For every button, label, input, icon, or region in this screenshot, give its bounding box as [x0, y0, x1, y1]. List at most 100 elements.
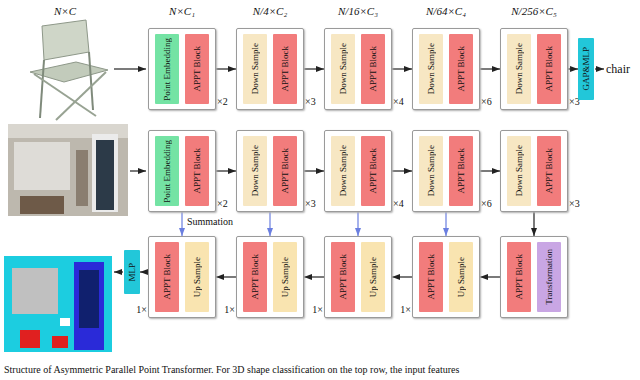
stage-group: Down SampleAPPT Block×3 [500, 28, 568, 110]
block-box: APPT Block [155, 242, 179, 312]
block-box: Point Embedding [155, 34, 179, 104]
segmentation-picture [4, 256, 112, 352]
block-box: Transformation [537, 242, 561, 312]
block-label: Transformation [545, 249, 554, 305]
block-label: APPT Block [545, 46, 554, 92]
block-box: APPT Block [243, 242, 267, 312]
stage-group: APPT BlockUp Sample1× [412, 236, 480, 318]
repeat-count: ×6 [481, 96, 492, 107]
repeat-count: ×2 [217, 198, 228, 209]
skip-note: Summation [187, 216, 233, 227]
skip-arrow [445, 212, 446, 236]
block-label: Up Sample [281, 257, 290, 297]
stage-group: Down SampleAPPT Block×6 [412, 28, 480, 110]
block-label: Point Embedding [163, 140, 172, 203]
head-box: GAP&MLP [578, 38, 594, 100]
block-label: APPT Block [457, 148, 466, 194]
block-label: Up Sample [369, 257, 378, 297]
repeat-count: ×2 [217, 96, 228, 107]
block-label: Down Sample [515, 43, 524, 94]
block-label: Down Sample [515, 145, 524, 196]
repeat-count: ×4 [393, 198, 404, 209]
repeat-count: 1× [312, 304, 323, 315]
block-box: Down Sample [419, 34, 443, 104]
block-label: APPT Block [193, 46, 202, 92]
block-label: Down Sample [427, 145, 436, 196]
repeat-count: ×3 [305, 96, 316, 107]
flow-arrow [304, 68, 324, 69]
block-label: Up Sample [457, 257, 466, 297]
stage-group: APPT Block Transformation [500, 236, 568, 318]
repeat-count: ×6 [481, 198, 492, 209]
stage-group: Down SampleAPPT Block×3 [500, 130, 568, 212]
stage-group: Point EmbeddingAPPT Block×2 [148, 130, 216, 212]
block-label: APPT Block [251, 254, 260, 300]
flow-arrow [392, 276, 412, 277]
block-box: Up Sample [185, 242, 209, 312]
block-box: APPT Block [273, 34, 297, 104]
stage-group: APPT BlockUp Sample1× [324, 236, 392, 318]
block-label: Down Sample [339, 43, 348, 94]
block-label: Down Sample [339, 145, 348, 196]
block-label: Down Sample [251, 145, 260, 196]
block-label: MLP [128, 263, 137, 282]
block-label: APPT Block [457, 46, 466, 92]
repeat-count: 1× [136, 304, 147, 315]
block-box: Up Sample [449, 242, 473, 312]
block-box: Down Sample [507, 136, 531, 206]
class-output: chair [606, 62, 630, 77]
skip-arrow [357, 212, 358, 236]
dimension-label: N/64×C₄ [426, 5, 466, 17]
dimension-label: N/16×C₃ [338, 5, 378, 17]
block-box: APPT Block [449, 34, 473, 104]
block-box: Down Sample [419, 136, 443, 206]
dimension-label: N/256×C₅ [511, 5, 556, 17]
block-box: APPT Block [507, 242, 531, 312]
chair-picture [30, 20, 108, 120]
block-box: APPT Block [185, 34, 209, 104]
block-box: Down Sample [331, 34, 355, 104]
flow-arrow [304, 170, 324, 171]
head-box: MLP [124, 250, 140, 294]
skip-arrow [269, 212, 270, 236]
block-box: APPT Block [273, 136, 297, 206]
block-label: APPT Block [193, 148, 202, 194]
repeat-count: 1× [224, 304, 235, 315]
stage-group: Point EmbeddingAPPT Block×2 [148, 28, 216, 110]
repeat-count: ×3 [305, 198, 316, 209]
stage-group: Down SampleAPPT Block×3 [236, 28, 304, 110]
flow-arrow [216, 68, 236, 69]
block-label: Down Sample [427, 43, 436, 94]
block-box: APPT Block [185, 136, 209, 206]
block-label: APPT Block [369, 148, 378, 194]
flow-arrow [480, 276, 500, 277]
stage-group: APPT BlockUp Sample1× [236, 236, 304, 318]
block-box: Point Embedding [155, 136, 179, 206]
block-box: Up Sample [361, 242, 385, 312]
block-label: APPT Block [281, 46, 290, 92]
flow-arrow [480, 68, 500, 69]
block-box: APPT Block [361, 136, 385, 206]
flow-arrow [216, 170, 236, 171]
block-box: Down Sample [507, 34, 531, 104]
block-label: APPT Block [339, 254, 348, 300]
block-box: APPT Block [537, 136, 561, 206]
block-label: Point Embedding [163, 38, 172, 101]
flow-arrow [392, 170, 412, 171]
stage-group: APPT BlockUp Sample1× [148, 236, 216, 318]
stage-group: Down SampleAPPT Block×4 [324, 130, 392, 212]
dimension-label: N/4×C₂ [253, 5, 287, 17]
flow-arrow [568, 68, 578, 69]
block-label: GAP&MLP [582, 47, 591, 91]
block-label: APPT Block [427, 254, 436, 300]
flow-arrow [533, 212, 534, 236]
block-label: Down Sample [251, 43, 260, 94]
flow-arrow [216, 276, 236, 277]
block-box: Down Sample [331, 136, 355, 206]
flow-arrow [140, 271, 148, 272]
block-box: APPT Block [419, 242, 443, 312]
block-label: APPT Block [515, 254, 524, 300]
block-label: APPT Block [369, 46, 378, 92]
skip-arrow [181, 212, 182, 236]
block-box: APPT Block [449, 136, 473, 206]
